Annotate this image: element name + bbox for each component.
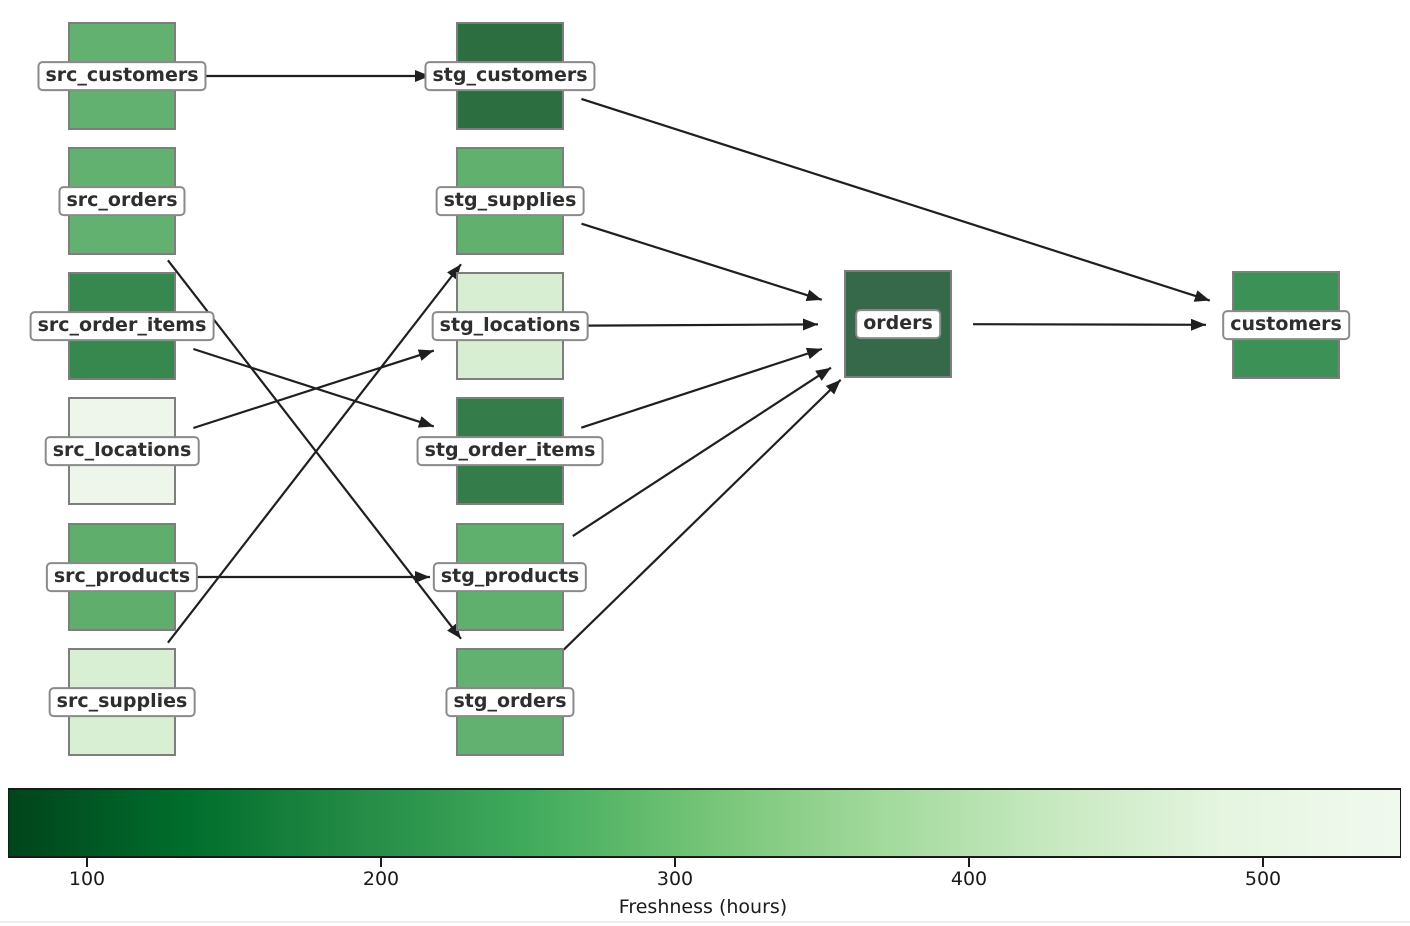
node-label-stg_orders: stg_orders <box>445 687 575 717</box>
node-label-orders: orders <box>855 309 941 339</box>
colorbar-tick-label-500: 500 <box>1244 868 1282 890</box>
node-label-src_supplies: src_supplies <box>48 687 196 717</box>
node-label-stg_locations: stg_locations <box>431 311 589 341</box>
edge-stg_supplies-to-orders <box>581 222 823 302</box>
edge-stg_orders-to-orders <box>562 379 842 651</box>
edge-stg_customers-to-customers <box>581 97 1211 302</box>
colorbar-tick-label-200: 200 <box>362 868 400 890</box>
colorbar-axis-label: Freshness (hours) <box>618 896 788 918</box>
colorbar-tick-200 <box>380 858 382 867</box>
edge-stg_order_items-to-orders <box>580 347 823 429</box>
node-label-stg_products: stg_products <box>432 562 588 592</box>
node-label-src_orders: src_orders <box>58 186 186 216</box>
colorbar-tick-500 <box>1262 858 1264 867</box>
edge-stg_products-to-orders <box>572 366 832 537</box>
node-label-stg_customers: stg_customers <box>424 61 596 91</box>
node-label-src_order_items: src_order_items <box>29 311 215 341</box>
colorbar-tick-100 <box>86 858 88 867</box>
edge-src_locations-to-stg_locations <box>193 349 435 430</box>
colorbar-tick-label-400: 400 <box>950 868 988 890</box>
colorbar-tick-300 <box>674 858 676 867</box>
node-label-stg_order_items: stg_order_items <box>416 436 604 466</box>
colorbar-tick-label-100: 100 <box>68 868 106 890</box>
edge-src_orders-to-stg_orders <box>167 259 462 640</box>
edge-stg_locations-to-orders <box>584 318 819 331</box>
figure-bottom-line <box>0 921 1410 923</box>
edge-src_supplies-to-stg_supplies <box>167 263 462 644</box>
node-label-customers: customers <box>1222 310 1350 340</box>
colorbar-gradient <box>8 788 1401 858</box>
node-label-src_products: src_products <box>45 562 199 592</box>
colorbar-tick-400 <box>968 858 970 867</box>
node-label-src_locations: src_locations <box>44 436 200 466</box>
colorbar-tick-label-300: 300 <box>656 868 694 890</box>
edge-src_order_items-to-stg_order_items <box>193 347 435 428</box>
edge-orders-to-customers <box>972 318 1207 331</box>
node-label-stg_supplies: stg_supplies <box>435 186 585 216</box>
node-label-src_customers: src_customers <box>37 61 207 91</box>
